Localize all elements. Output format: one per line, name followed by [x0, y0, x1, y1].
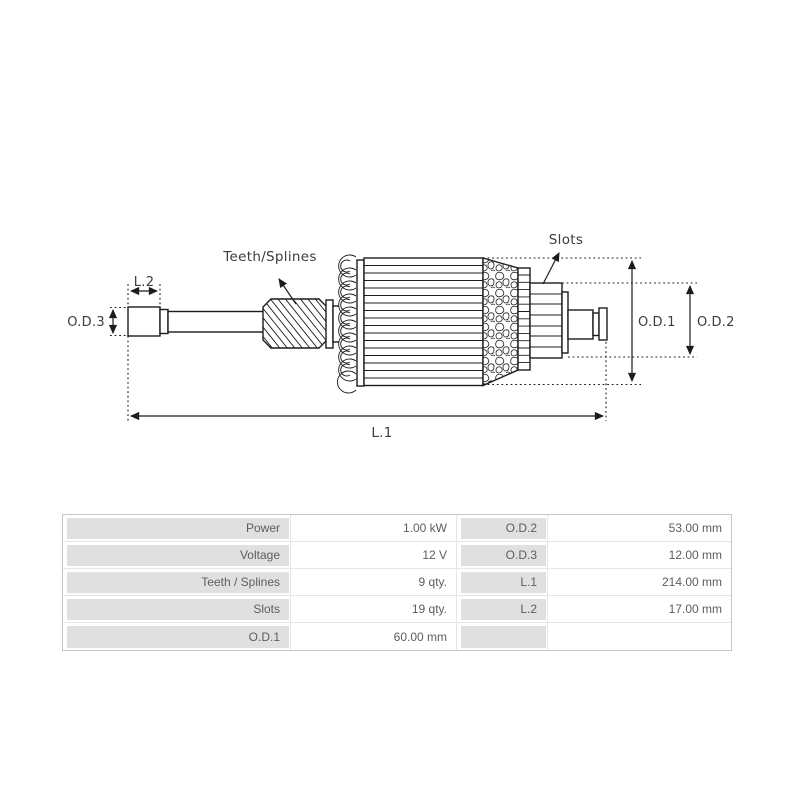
shaft-end-cylinder	[127, 306, 161, 337]
spec-label: Voltage	[67, 544, 289, 566]
spec-label: O.D.1	[67, 625, 289, 648]
spec-label: Teeth / Splines	[67, 571, 289, 593]
spline-hatching	[263, 299, 327, 348]
l1-label: L.1	[371, 425, 392, 441]
spec-value-cell: 17.00 mm	[548, 596, 731, 623]
l2-label: L.2	[134, 275, 155, 290]
teeth-splines-label: Teeth/Splines	[222, 249, 316, 265]
spec-value-cell: 12 V	[291, 542, 457, 569]
spec-label-cell: Power	[63, 515, 291, 542]
spec-label: L.1	[461, 571, 546, 593]
dimension-annotations: Teeth/Splines Slots L.2 O.D.3 O.D.1 O.D.…	[67, 232, 735, 441]
spec-label: O.D.3	[461, 544, 546, 566]
shaft	[167, 310, 266, 333]
spec-value-cell: 60.00 mm	[291, 623, 457, 650]
od3-label: O.D.3	[67, 315, 105, 330]
spec-label-cell: O.D.1	[63, 623, 291, 650]
winding-left-end	[337, 254, 358, 394]
spec-label-cell: Voltage	[63, 542, 291, 569]
spline-section	[262, 298, 328, 349]
commutator-riser	[517, 267, 531, 371]
armature-diagram: Teeth/Splines Slots L.2 O.D.3 O.D.1 O.D.…	[67, 232, 735, 441]
core-laminations	[364, 265, 483, 379]
armature-core	[356, 257, 484, 387]
spec-value-cell	[548, 623, 731, 650]
spec-label: Slots	[67, 598, 289, 620]
spec-value-cell: 12.00 mm	[548, 542, 731, 569]
commutator	[529, 282, 563, 359]
slots-leader	[542, 252, 560, 285]
spec-label: L.2	[461, 598, 546, 620]
spec-label: O.D.2	[461, 517, 546, 539]
core-end-plate	[356, 259, 365, 387]
spline-collar	[325, 299, 341, 349]
spec-label: Power	[67, 517, 289, 539]
spec-label	[461, 625, 546, 648]
spec-label-cell: O.D.2	[457, 515, 548, 542]
spec-value-cell: 9 qty.	[291, 569, 457, 596]
shaft-right-end	[561, 291, 608, 354]
spec-value-cell: 214.00 mm	[548, 569, 731, 596]
spec-value-cell: 1.00 kW	[291, 515, 457, 542]
teeth-splines-leader	[278, 278, 297, 305]
slots-label: Slots	[549, 232, 583, 248]
shaft-step	[159, 308, 169, 335]
spec-label-cell: Slots	[63, 596, 291, 623]
spec-label-cell: L.1	[457, 569, 548, 596]
spec-label-cell: L.2	[457, 596, 548, 623]
spec-table: Power 1.00 kW O.D.2 53.00 mm Voltage 12 …	[62, 514, 732, 651]
od2-label: O.D.2	[697, 315, 735, 330]
armature-drawing	[127, 254, 608, 394]
spec-label-cell	[457, 623, 548, 650]
winding-right-end	[482, 257, 519, 387]
spec-value-cell: 19 qty.	[291, 596, 457, 623]
spec-label-cell: Teeth / Splines	[63, 569, 291, 596]
spec-label-cell: O.D.3	[457, 542, 548, 569]
spec-value-cell: 53.00 mm	[548, 515, 731, 542]
od1-label: O.D.1	[638, 315, 676, 330]
